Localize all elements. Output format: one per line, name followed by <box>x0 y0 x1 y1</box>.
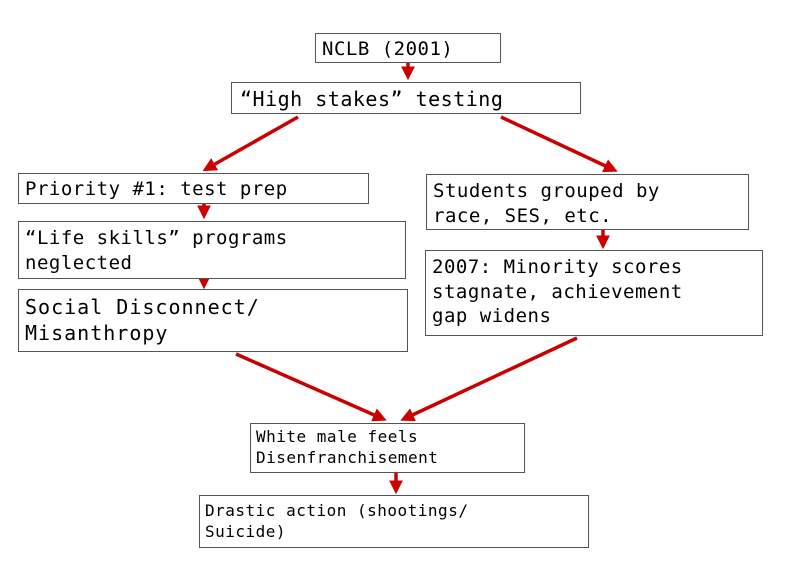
node-life-skills-neglected: “Life skills” programs neglected <box>18 221 406 279</box>
node-white-male-disenfranchisement: White male feels Disenfranchisement <box>250 423 525 473</box>
node-minority-scores: 2007: Minority scores stagnate, achievem… <box>425 250 763 336</box>
node-priority-test-prep: Priority #1: test prep <box>18 173 369 204</box>
node-high-stakes-testing: “High stakes” testing <box>231 82 581 114</box>
arrow-minority-to-white-male <box>400 336 578 422</box>
node-nclb-2001: NCLB (2001) <box>315 33 501 63</box>
arrow-high-stakes-to-priority <box>202 115 299 172</box>
node-social-disconnect: Social Disconnect/ Misanthropy <box>18 289 408 352</box>
node-students-grouped: Students grouped by race, SES, etc. <box>426 174 749 230</box>
arrow-social-to-white-male <box>235 352 387 422</box>
node-drastic-action: Drastic action (shootings/ Suicide) <box>199 495 589 548</box>
arrow-high-stakes-to-students <box>500 115 618 173</box>
